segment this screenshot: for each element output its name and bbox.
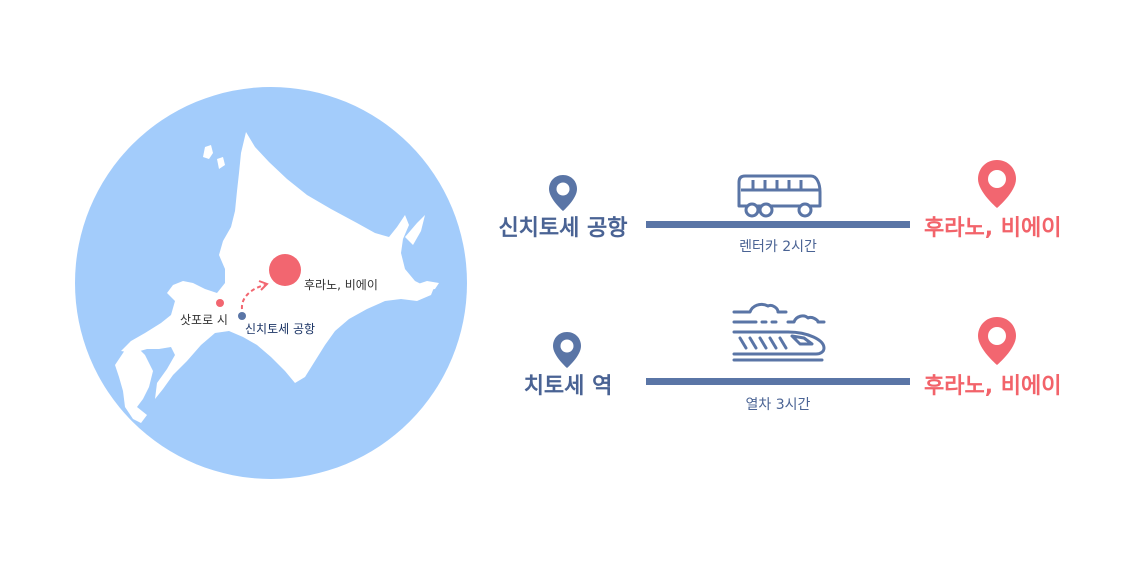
airport-map-label: 신치토세 공항 [245, 322, 316, 336]
hokkaido-map [75, 87, 467, 479]
route-2-origin: 치토세 역 [523, 374, 613, 399]
route-1-line [646, 221, 910, 228]
rishiri-island [203, 145, 213, 159]
furano-biei-map-label: 후라노, 비에이 [304, 278, 378, 292]
origin-pin-icon [546, 173, 580, 213]
route-arrow-line [240, 284, 266, 310]
destination-pin-icon-2 [975, 315, 1019, 367]
destination-pin-icon [975, 158, 1019, 210]
nemuro-peninsula [415, 281, 439, 291]
origin-pin-icon-2 [550, 330, 584, 370]
okushiri-island [123, 353, 131, 367]
globe-svg [75, 87, 467, 479]
route-1-origin: 신치토세 공항 [498, 216, 628, 241]
airport-marker [238, 312, 246, 320]
route-arrow-head [258, 280, 269, 291]
furano-biei-marker [269, 254, 301, 286]
route-2-line [646, 378, 910, 385]
train-icon [730, 296, 830, 364]
sapporo-marker [216, 299, 224, 307]
shiretoko-peninsula [405, 215, 425, 245]
rebun-island [217, 157, 225, 169]
route-2-destination: 후라노, 비에이 [924, 374, 1062, 399]
sapporo-map-label: 삿포로 시 [180, 313, 228, 327]
route-1-caption: 렌터카 2시간 [739, 239, 817, 255]
bus-icon [735, 172, 823, 220]
route-2-caption: 열차 3시간 [745, 397, 811, 413]
route-1-destination: 후라노, 비에이 [924, 216, 1062, 241]
